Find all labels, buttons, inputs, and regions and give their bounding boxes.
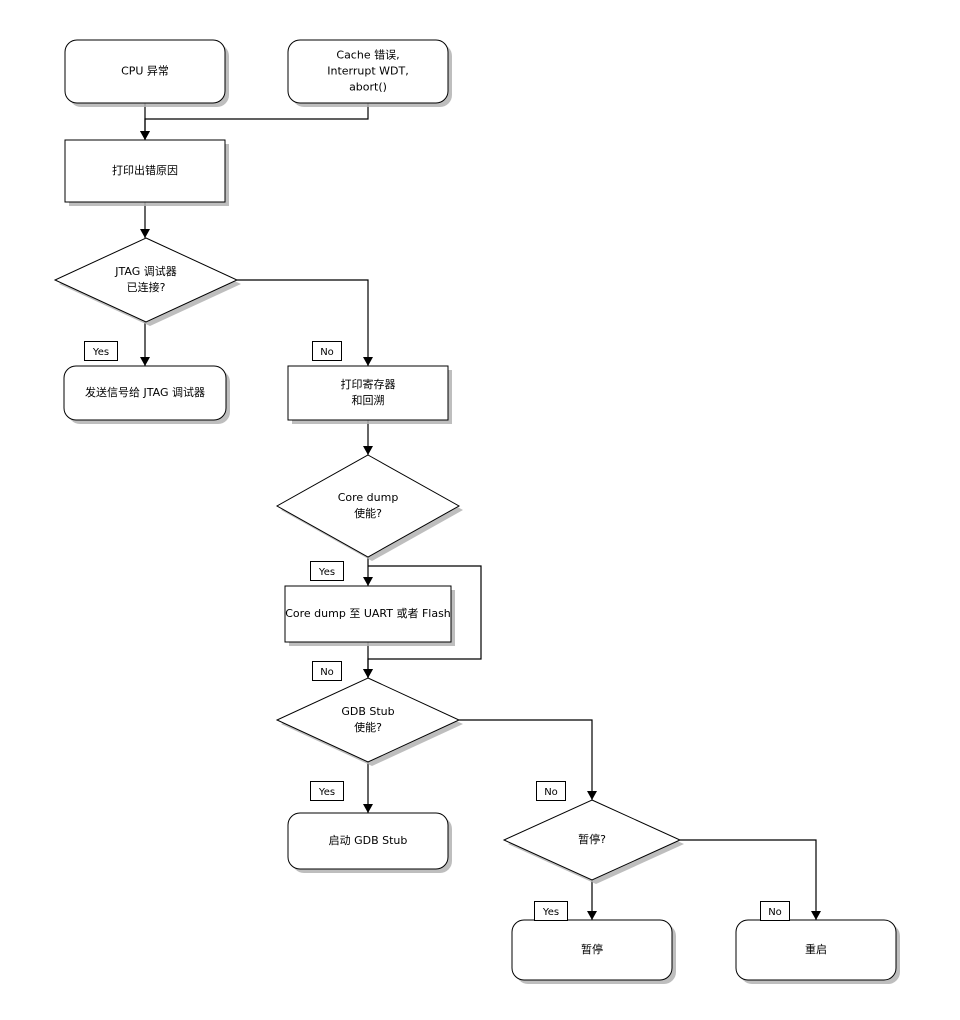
edge-line: [237, 279, 369, 366]
node-body[interactable]: [511, 919, 673, 981]
edges-layer: [140, 103, 821, 920]
node-label: GDB Stub: [341, 705, 394, 718]
edge-line: [144, 103, 369, 140]
edge-pause-yes: [587, 880, 597, 920]
node-print-error-reason[interactable]: 打印出错原因: [64, 139, 229, 206]
arrowhead-icon: [587, 911, 597, 920]
edge-label-box: [760, 901, 790, 921]
edge-label-text: Yes: [318, 787, 335, 798]
node-label: 暂停: [581, 942, 603, 956]
arrowhead-icon: [363, 577, 373, 586]
node-body[interactable]: [275, 454, 461, 558]
edge-label-text: Yes: [318, 567, 335, 578]
node-body[interactable]: [287, 365, 449, 421]
node-gdb-stub-enabled[interactable]: GDB Stub 使能?: [275, 677, 463, 766]
arrowhead-icon: [140, 229, 150, 238]
node-label: 打印寄存器: [341, 377, 396, 391]
edge-label-box: [536, 781, 566, 801]
node-label: 和回溯: [352, 394, 385, 407]
edge-label-coredump-yes: Yes: [310, 561, 344, 581]
edge-label-box: [310, 561, 344, 581]
node-body[interactable]: [53, 237, 239, 323]
node-label: abort(): [349, 81, 387, 94]
edge-pause-no: [680, 839, 821, 920]
node-send-signal-jtag[interactable]: 发送信号给 JTAG 调试器: [63, 365, 230, 424]
edge-label-box: [312, 661, 342, 681]
node-label: 已连接?: [127, 281, 166, 294]
edge-label-box: [312, 341, 342, 361]
edge-label-jtag-yes: Yes: [84, 341, 118, 361]
node-body[interactable]: [287, 39, 449, 104]
edge-uartflash-to-gdbstub: [363, 642, 373, 678]
node-label: 使能?: [354, 720, 382, 734]
edge-line: [459, 719, 593, 800]
edge-label-text: No: [320, 667, 334, 678]
node-label: CPU 异常: [121, 65, 169, 78]
node-label: Core dump 至 UART 或者 Flash: [285, 607, 451, 620]
arrowhead-icon: [811, 911, 821, 920]
node-label: Cache 错误,: [336, 48, 399, 62]
node-body[interactable]: [64, 39, 226, 104]
edge-jtag-no: [237, 279, 373, 366]
arrowhead-icon: [363, 446, 373, 455]
edge-print-to-jtag: [140, 202, 150, 238]
edge-coredump-yes: [363, 557, 373, 586]
edge-label-text: Yes: [542, 907, 559, 918]
node-cpu-exception[interactable]: CPU 异常: [64, 39, 229, 107]
node-pause-decision[interactable]: 暂停?: [502, 799, 684, 884]
edge-label-coredump-no: No: [312, 661, 342, 681]
arrowhead-icon: [363, 357, 373, 366]
arrowhead-icon: [363, 669, 373, 678]
edge-label-text: No: [544, 787, 558, 798]
node-label: JTAG 调试器: [114, 265, 176, 278]
node-body[interactable]: [63, 365, 227, 421]
node-label: Interrupt WDT,: [327, 65, 408, 78]
edge-line: [680, 839, 817, 920]
edge-label-pause-yes: Yes: [534, 901, 568, 921]
arrowhead-icon: [140, 131, 150, 140]
arrowhead-icon: [140, 357, 150, 366]
arrowhead-icon: [363, 804, 373, 813]
node-label: 启动 GDB Stub: [329, 834, 408, 847]
node-core-dump-enabled[interactable]: Core dump 使能?: [275, 454, 463, 561]
node-body[interactable]: [735, 919, 897, 981]
node-body[interactable]: [284, 585, 452, 643]
node-cache-error[interactable]: Cache 错误, Interrupt WDT, abort(): [287, 39, 452, 107]
nodes-layer: CPU 异常 Cache 错误, Interrupt WDT, abort() 打印出错…: [53, 39, 900, 984]
edge-label-box: [310, 781, 344, 801]
edge-registers-to-coredump: [363, 420, 373, 455]
edge-label-text: No: [320, 347, 334, 358]
node-restart-action[interactable]: 重启: [735, 919, 900, 984]
node-label: 暂停?: [578, 832, 606, 846]
node-body[interactable]: [275, 677, 461, 763]
node-label: 发送信号给 JTAG 调试器: [85, 385, 205, 399]
node-body[interactable]: [502, 799, 682, 881]
edge-cache-to-print: [140, 103, 369, 140]
node-label: Core dump: [338, 491, 399, 504]
node-body[interactable]: [287, 812, 449, 870]
arrowhead-icon: [587, 791, 597, 800]
edge-label-gdbstub-no: No: [536, 781, 566, 801]
node-label: 重启: [805, 942, 827, 956]
edge-label-pause-no: No: [760, 901, 790, 921]
edge-gdbstub-yes: [363, 762, 373, 813]
node-body[interactable]: [64, 139, 226, 203]
edge-label-box: [534, 901, 568, 921]
edge-label-gdbstub-yes: Yes: [310, 781, 344, 801]
node-core-dump-to-uart-flash[interactable]: Core dump 至 UART 或者 Flash: [284, 585, 455, 646]
edge-label-jtag-no: No: [312, 341, 342, 361]
edge-label-text: No: [768, 907, 782, 918]
node-label: 使能?: [354, 506, 382, 520]
node-pause-action[interactable]: 暂停: [511, 919, 676, 984]
node-start-gdb-stub[interactable]: 启动 GDB Stub: [287, 812, 452, 873]
edge-label-box: [84, 341, 118, 361]
node-label: 打印出错原因: [112, 163, 178, 177]
edge-label-text: Yes: [92, 347, 109, 358]
edge-gdbstub-no: [459, 719, 597, 800]
edge-jtag-yes: [140, 322, 150, 366]
